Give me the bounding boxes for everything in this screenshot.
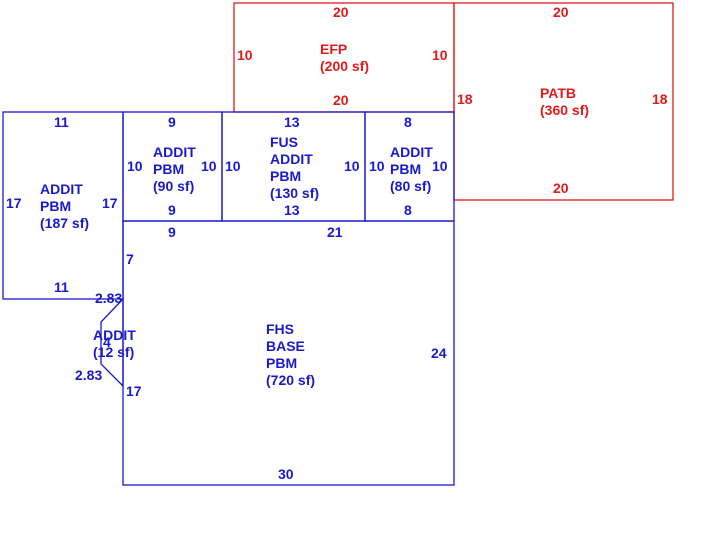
efp-label: EFP (200 sf) <box>320 41 369 74</box>
addit-left-dim-bottom: 11 <box>54 279 69 295</box>
addit-80-dim-bottom: 8 <box>404 202 412 218</box>
addit-left-dim-top: 11 <box>54 114 69 130</box>
patb-outline <box>453 2 674 201</box>
efp-dim-bottom: 20 <box>333 92 349 108</box>
fhs-label: FHS BASE PBM (720 sf) <box>266 321 315 388</box>
addit-90-dim-left: 10 <box>127 158 143 174</box>
addit-90-dim-bottom: 9 <box>168 202 176 218</box>
patb-label: PATB (360 sf) <box>540 85 589 118</box>
addit-90-dim-right: 10 <box>201 158 217 174</box>
fhs-dim-bottom: 30 <box>278 466 294 482</box>
addit-80-dim-top: 8 <box>404 114 412 130</box>
fus-dim-top: 13 <box>284 114 300 130</box>
addit-80-dim-left: 10 <box>369 158 385 174</box>
addit-90-dim-top: 9 <box>168 114 176 130</box>
addit-left-label: ADDIT PBM (187 sf) <box>40 181 89 231</box>
fhs-dim-right: 24 <box>431 345 447 361</box>
patb-dim-top: 20 <box>553 4 569 20</box>
addit-12-dim-bottom: 2.83 <box>75 367 102 383</box>
addit-left-dim-right: 17 <box>102 195 118 211</box>
fus-dim-right: 10 <box>344 158 360 174</box>
addit-12-outline <box>100 297 124 388</box>
patb-dim-right: 18 <box>652 91 668 107</box>
fhs-dim-top-left: 9 <box>168 224 176 240</box>
addit-80-dim-right: 10 <box>432 158 448 174</box>
fus-dim-bottom: 13 <box>284 202 300 218</box>
efp-dim-top: 20 <box>333 4 349 20</box>
patb-dim-left: 18 <box>457 91 473 107</box>
fhs-dim-left-lower: 17 <box>126 383 142 399</box>
addit-90-label: ADDIT PBM (90 sf) <box>153 144 200 194</box>
efp-dim-left: 10 <box>237 47 253 63</box>
efp-dim-right: 10 <box>432 47 448 63</box>
patb-dim-bottom: 20 <box>553 180 569 196</box>
addit-12-label: ADDIT (12 sf) <box>93 327 140 360</box>
addit-12-dim-top: 2.83 <box>95 290 122 306</box>
fus-dim-left: 10 <box>225 158 241 174</box>
fhs-dim-left-upper: 7 <box>126 251 134 267</box>
addit-left-dim-left: 17 <box>6 195 22 211</box>
addit-12-dim-left: 4 <box>103 334 111 350</box>
fhs-dim-top-right: 21 <box>327 224 343 240</box>
fus-label: FUS ADDIT PBM (130 sf) <box>270 134 319 201</box>
addit-80-label: ADDIT PBM (80 sf) <box>390 144 437 194</box>
